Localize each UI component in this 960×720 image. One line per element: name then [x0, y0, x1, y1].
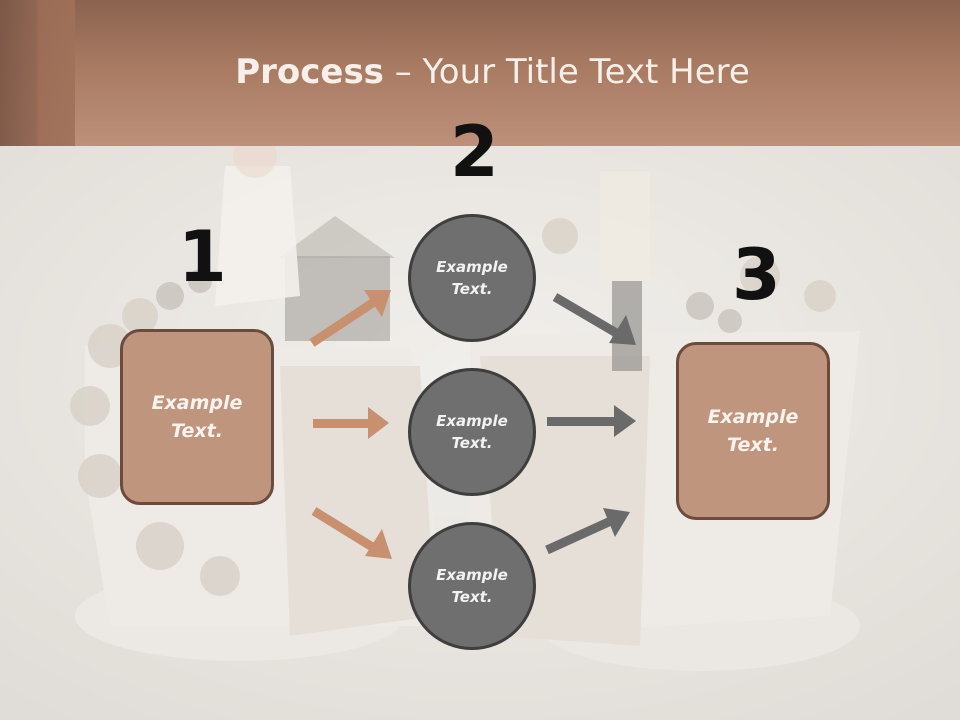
arrow-right-down [552, 293, 636, 345]
arrow-left-down [311, 507, 392, 559]
step-number-2: 2 [450, 111, 499, 193]
title-bar [0, 0, 960, 146]
step-number-1: 1 [178, 216, 227, 298]
title-bold: Process [235, 52, 384, 92]
title-rest: – Your Title Text Here [383, 52, 750, 92]
step-number-3: 3 [732, 234, 781, 316]
arrow-left-up [309, 290, 391, 347]
slide-title: Process – Your Title Text Here [0, 52, 960, 92]
arrow-right-up [545, 508, 630, 555]
arrow-left-middle [313, 407, 389, 439]
title-bar-accent [0, 0, 75, 146]
arrow-right-middle [547, 405, 636, 437]
